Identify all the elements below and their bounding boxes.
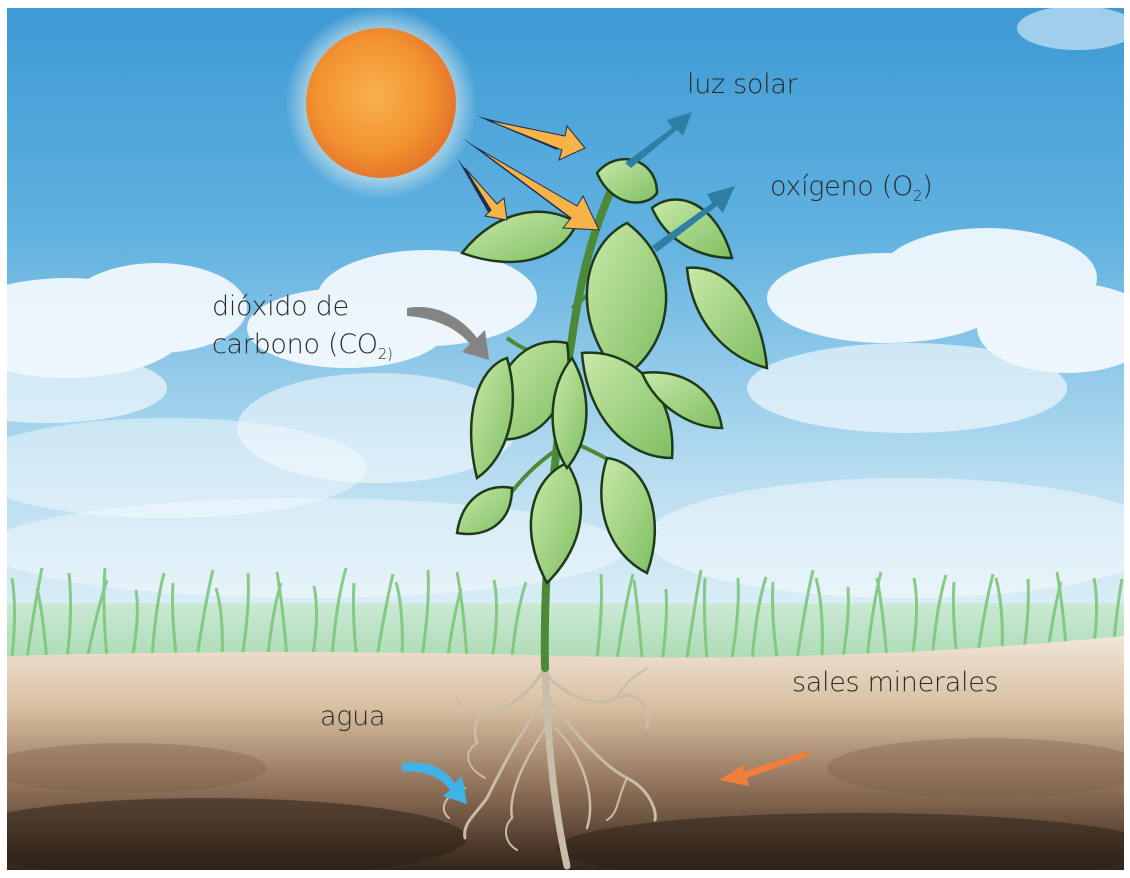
label-minerals: sales minerales — [792, 666, 998, 700]
label-oxygen-word: oxígeno (O — [770, 171, 913, 202]
sun-icon — [285, 8, 477, 199]
label-water: agua — [320, 700, 385, 734]
label-oxygen-subscript: 2 — [913, 187, 922, 205]
label-co2-line2: carbono (CO2) — [212, 328, 393, 362]
photosynthesis-illustration: luz solar oxígeno (O2) dióxido de carbon… — [7, 8, 1124, 870]
label-sunlight: luz solar — [687, 68, 797, 102]
scene-drawing — [7, 8, 1124, 870]
label-co2-word: carbono (CO — [212, 329, 378, 360]
label-co2-line1: dióxido de — [212, 290, 349, 324]
label-co2-subscript: 2) — [378, 345, 393, 363]
label-oxygen-close: ) — [922, 171, 932, 202]
label-oxygen: oxígeno (O2) — [770, 170, 932, 204]
